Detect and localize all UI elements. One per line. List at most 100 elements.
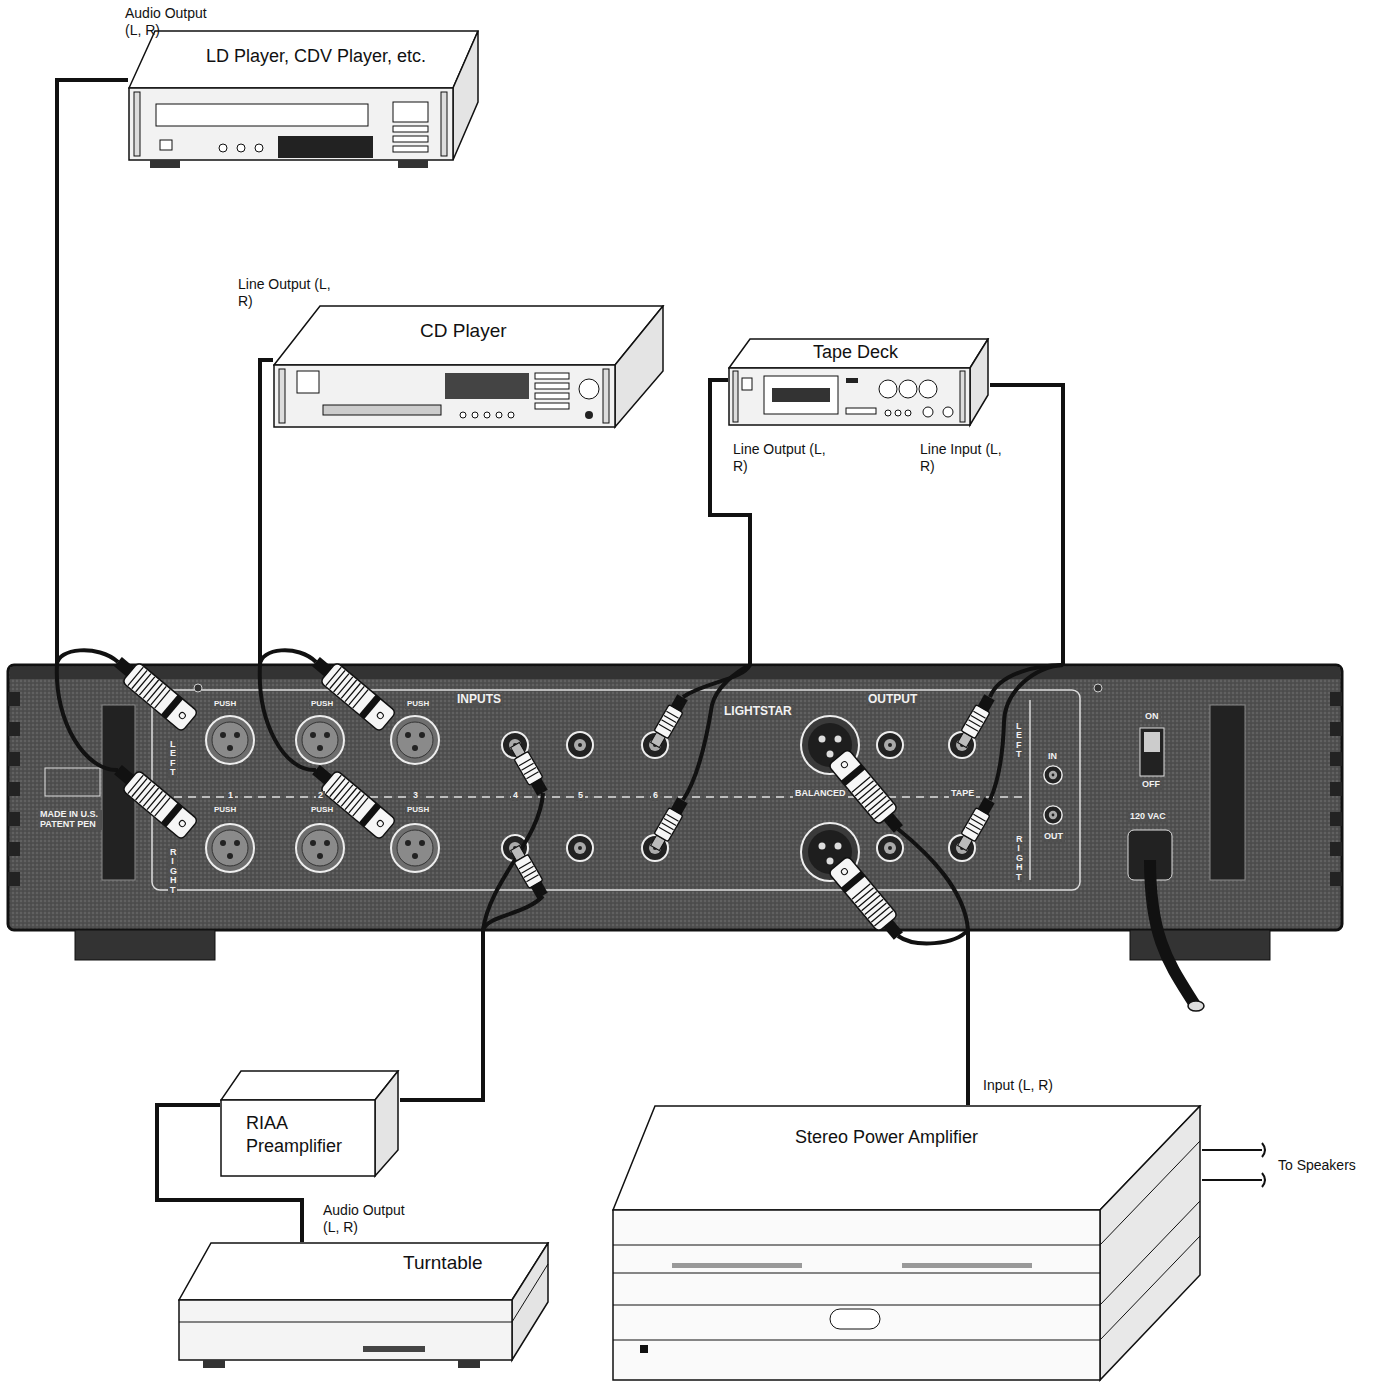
- ld-player-outline-part: [255, 144, 263, 152]
- panel-label: PUSH: [405, 806, 431, 815]
- cd-player-outline-part: [274, 306, 663, 365]
- preamp-rear-panel-part: [1044, 766, 1062, 784]
- preamp-rear-panel-part: [567, 732, 593, 758]
- panel-label: PUSH: [212, 806, 238, 815]
- power-amplifier-outline-part: [830, 1309, 880, 1329]
- power-cord-part: [1150, 860, 1195, 1005]
- cd-player-outline-part: [274, 365, 615, 427]
- preamp-rear-panel-part: [10, 667, 1340, 679]
- ld-player-outline-part: [393, 136, 428, 142]
- preamp-rear-panel-part: [206, 716, 254, 764]
- panel-label: LEFT: [1014, 722, 1023, 760]
- cable-plug-part: [508, 844, 549, 900]
- speaker-wire-part: [1202, 1150, 1262, 1180]
- preamp-rear-panel-part: [296, 824, 344, 872]
- cd-player-outline-part: [535, 403, 569, 409]
- panel-label: PUSH: [309, 700, 335, 709]
- cd-player-outline-part: [615, 306, 663, 427]
- node-text: CD Player: [420, 320, 507, 343]
- tape-deck-outline-part: [879, 380, 897, 398]
- cd-player-outline-part: [579, 379, 599, 399]
- cable-plug-part: [955, 693, 996, 749]
- preamp-rear-panel-part: [1029, 700, 1031, 880]
- port-label: To Speakers: [1278, 1157, 1356, 1174]
- node-text: RIAA Preamplifier: [246, 1112, 362, 1157]
- tape-deck-outline-part: [846, 408, 876, 414]
- cable-plug-part: [308, 760, 397, 840]
- preamp-rear-panel-part: [206, 824, 254, 872]
- panel-label: RIGHT: [168, 848, 177, 895]
- audio-cable: [966, 930, 970, 1105]
- tape-deck-outline-part: [970, 339, 988, 425]
- ld-player-outline-part: [453, 31, 478, 160]
- tape-deck-outline-part: [960, 371, 965, 422]
- preamp-rear-panel: [8, 665, 1342, 960]
- audio-cable-part: [483, 793, 543, 930]
- ld-player-outline-part: [441, 92, 447, 156]
- panel-label: 1: [226, 791, 235, 801]
- turntable-outline-part: [363, 1346, 425, 1352]
- cable-plug: [110, 652, 997, 945]
- preamp-rear-panel-part: [1130, 930, 1270, 960]
- audio-cable-part: [898, 930, 968, 943]
- tape-deck-outline-part: [895, 410, 901, 416]
- tape-deck-outline-part: [764, 376, 838, 414]
- panel-label: LEFT: [168, 740, 177, 778]
- node-text: Stereo Power Amplifier: [795, 1127, 978, 1149]
- panel-label: MADE IN U.S. PATENT PEN: [38, 810, 102, 830]
- cd-player-outline-part: [472, 412, 478, 418]
- power-cord-part: [1188, 1001, 1204, 1011]
- ld-player-outline-part: [219, 144, 227, 152]
- preamp-rear-panel-part: [1144, 732, 1160, 752]
- node-text: Turntable: [403, 1252, 483, 1275]
- audio-cable-part: [483, 896, 543, 930]
- port-label: Input (L, R): [983, 1077, 1053, 1094]
- port-label: Audio Output (L, R): [125, 5, 225, 39]
- ld-player-outline-part: [398, 160, 428, 168]
- panel-label: OUTPUT: [866, 693, 919, 706]
- audio-cable-part: [898, 829, 968, 930]
- preamp-rear-panel-part: [8, 692, 1342, 886]
- riaa-preamp: RIAA Preamplifier: [220, 1070, 400, 1178]
- riaa-preamp-outline-part: [221, 1100, 375, 1176]
- panel-label: 6: [651, 791, 660, 801]
- preamp-rear-panel-part: [296, 716, 344, 764]
- panel-label: OUT: [1042, 832, 1065, 842]
- power-amplifier: Stereo Power Amplifier: [612, 1105, 1202, 1385]
- panel-label: 2: [316, 791, 325, 801]
- cd-player-outline-part: [585, 411, 593, 419]
- power-amplifier-outline-part: [902, 1263, 1032, 1268]
- node-text: LD Player, CDV Player, etc.: [206, 46, 426, 68]
- panel-label: 5: [576, 791, 585, 801]
- turntable: Turntable: [178, 1242, 550, 1377]
- panel-label: INPUTS: [455, 693, 503, 706]
- preamp-panel: LIGHTSTAR: [8, 665, 1342, 930]
- preamp-rear-panel-part: [75, 930, 215, 960]
- preamp-rear-panel-part: [1044, 806, 1062, 824]
- port-label: Line Output (L, R): [238, 276, 333, 310]
- preamp-rear-panel-part: [391, 824, 439, 872]
- port-label: Line Input (L, R): [920, 441, 1010, 475]
- ld-player-outline-part: [393, 126, 428, 132]
- ld-player-outline-part: [237, 144, 245, 152]
- audio-cable: [990, 385, 1063, 665]
- turntable-outline-part: [179, 1243, 548, 1300]
- cd-player-outline-part: [603, 369, 609, 423]
- cd-player-outline-part: [535, 373, 569, 379]
- preamp-rear-panel-part: [567, 835, 593, 861]
- panel-label: OFF: [1140, 780, 1162, 790]
- turntable-outline-part: [179, 1300, 512, 1360]
- power-amplifier-outline-part: [613, 1273, 1100, 1274]
- cd-player-outline-part: [535, 383, 569, 389]
- audio-cable-part: [57, 665, 118, 770]
- ld-player-outline-part: [129, 88, 453, 160]
- power-amplifier-outline-part: [1100, 1106, 1200, 1380]
- preamp-rear-panel-part: [160, 796, 1025, 798]
- audio-cable-part: [260, 650, 316, 665]
- turntable-outline-part: [458, 1360, 480, 1368]
- tape-deck-outline-part: [733, 371, 738, 422]
- port-label: Line Output (L, R): [733, 441, 828, 475]
- cable-plug-part: [648, 796, 689, 852]
